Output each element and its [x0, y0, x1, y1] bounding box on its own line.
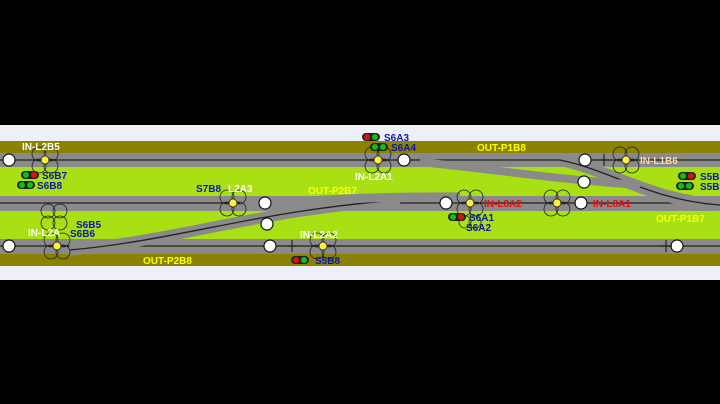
signal-head-s5b8[interactable] [291, 256, 309, 264]
label-s6a3: S6A3 [384, 133, 409, 144]
olive-band-top [0, 141, 720, 153]
label-in-l2a2: IN-L2A2 [300, 230, 338, 241]
balise-icon[interactable] [309, 232, 337, 260]
green-band-lower [0, 211, 720, 239]
joint-marker[interactable] [260, 217, 274, 231]
balise-icon[interactable] [543, 189, 571, 217]
label-in-l8a2: IN-L8A2 [484, 199, 522, 210]
label-in-l2b5: IN-L2B5 [22, 142, 60, 153]
label-out-p1b7: OUT-P1B7 [656, 214, 705, 225]
balise-icon[interactable] [43, 232, 71, 260]
label-in-l2a1: IN-L2A1 [355, 172, 393, 183]
joint-marker[interactable] [574, 196, 588, 210]
label-s5b-top: S5B [700, 172, 719, 183]
joint-marker[interactable] [670, 239, 684, 253]
signal-head-s6b7[interactable] [21, 171, 39, 179]
joint-marker[interactable] [258, 196, 272, 210]
label-s6a2: S6A2 [466, 223, 491, 234]
signal-head-s6b8[interactable] [17, 181, 35, 189]
joint-marker[interactable] [578, 153, 592, 167]
label-s6b5: S6B5 [76, 220, 101, 231]
label-in-l2a4: IN-L2A [28, 228, 60, 239]
label-in-l1b6: IN-L1B6 [640, 156, 678, 167]
crosshair-ticks [286, 154, 672, 252]
signal-head-s6a1[interactable] [448, 213, 466, 221]
balise-icon[interactable] [612, 146, 640, 174]
balise-icon[interactable] [31, 146, 59, 174]
joint-marker[interactable] [439, 196, 453, 210]
label-out-p2b7: OUT-P2B7 [308, 186, 357, 197]
label-s6b8: S6B8 [37, 181, 62, 192]
label-s5b-bottom: S5B [700, 182, 719, 193]
crossover-left-rail [69, 199, 401, 251]
label-s6a1: S6A1 [469, 213, 494, 224]
label-s6a4: S6A4 [391, 143, 416, 154]
balise-icon[interactable] [456, 189, 484, 217]
joint-marker[interactable] [263, 239, 277, 253]
label-s7b8: S7B8 [196, 184, 221, 195]
joint-marker[interactable] [2, 153, 16, 167]
balise-symbols [31, 146, 640, 260]
signal-head-s6a3[interactable] [362, 133, 380, 141]
balise-icon[interactable] [40, 203, 68, 231]
label-s6b6: S6B6 [70, 229, 95, 240]
joint-marker[interactable] [2, 239, 16, 253]
label-s6b7: S6B7 [42, 171, 67, 182]
crossover-upper[interactable] [419, 158, 641, 189]
joint-marker[interactable] [397, 153, 411, 167]
balise-icon[interactable] [219, 189, 247, 217]
label-out-p2b8: OUT-P2B8 [143, 256, 192, 267]
label-out-p1b8: OUT-P1B8 [477, 143, 526, 154]
olive-band-bottom [0, 254, 720, 266]
label-s5b8: S5B8 [315, 256, 340, 267]
signal-head-s5b-top[interactable] [678, 172, 696, 180]
joint-markers [2, 153, 684, 253]
label-in-l8a1: IN-L8A1 [593, 199, 631, 210]
signal-head-s5b-bottom[interactable] [676, 182, 694, 190]
balise-icon[interactable] [364, 146, 392, 174]
signal-head-s6a4[interactable] [370, 143, 388, 151]
joint-marker[interactable] [577, 175, 591, 189]
label-l2a3: L2A3 [228, 184, 253, 195]
